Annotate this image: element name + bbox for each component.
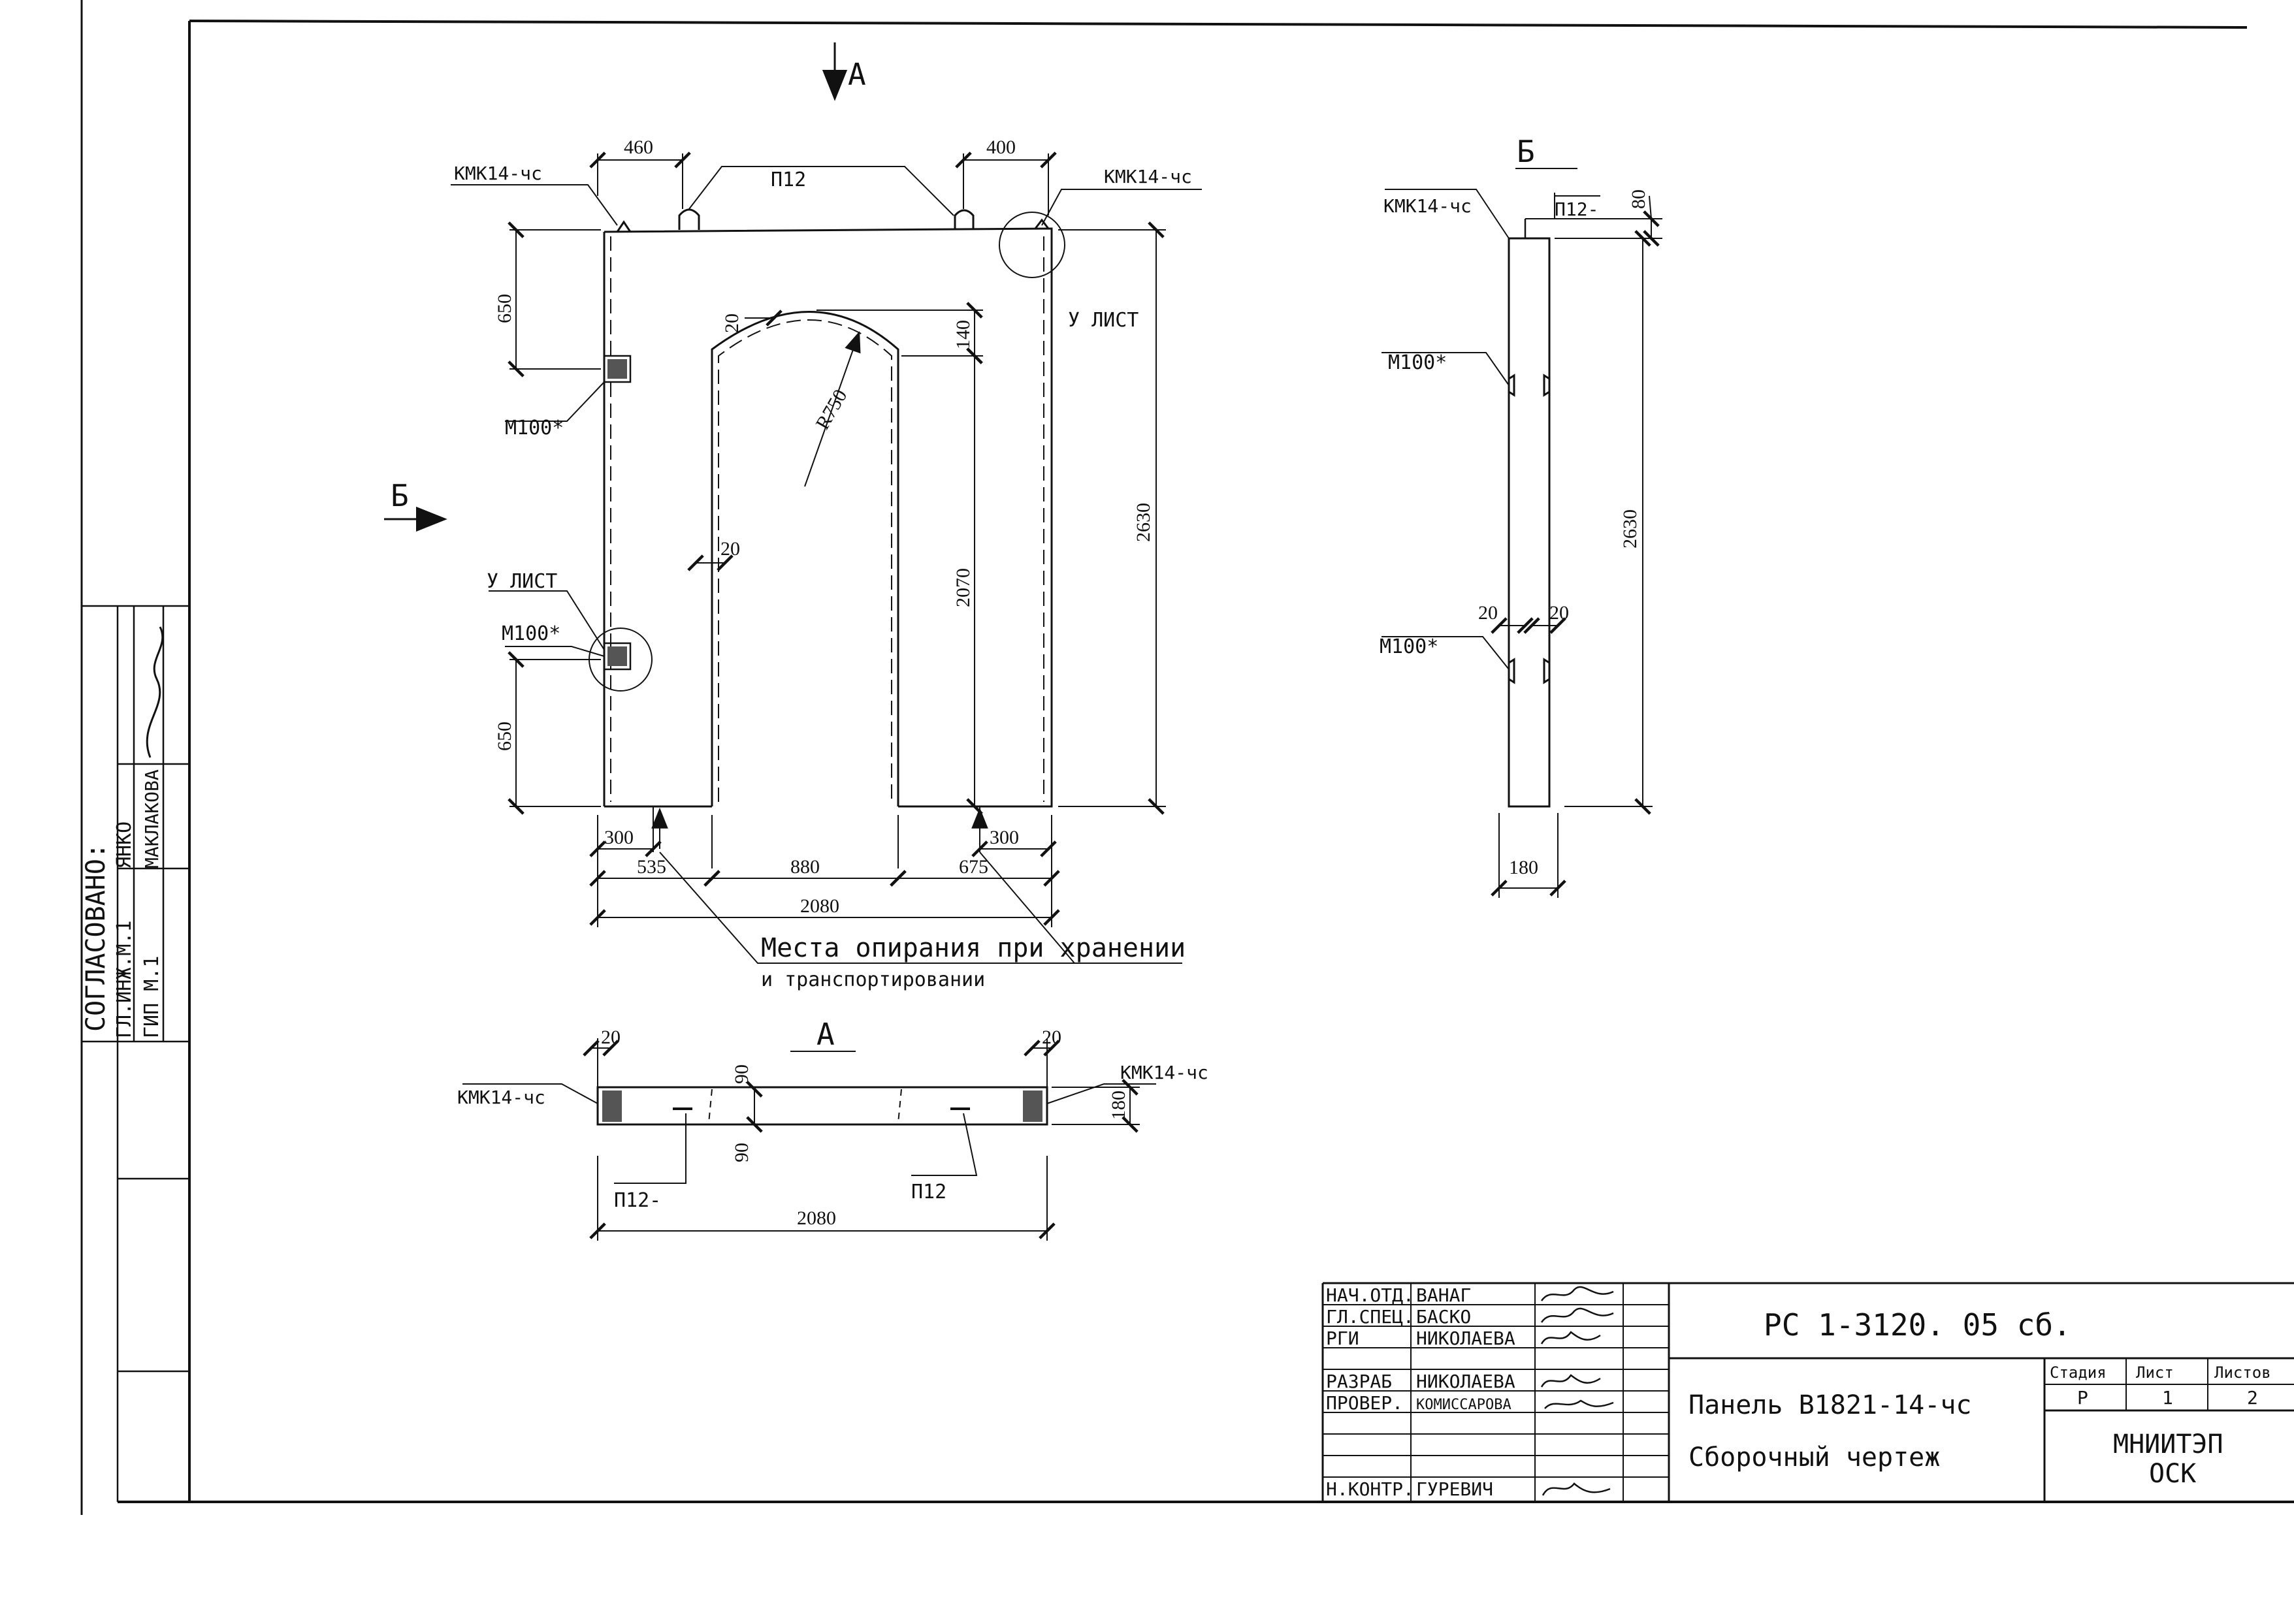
section-b-dim-2630: 2630 bbox=[1619, 509, 1641, 549]
dim-300-right: 300 bbox=[990, 827, 1019, 848]
section-b-dim-20-left: 20 bbox=[1478, 602, 1498, 624]
signer-name-6: ГУРЕВИЧ bbox=[1416, 1478, 1493, 1500]
approval-name-2: МАКЛАКОВА bbox=[141, 769, 163, 868]
section-mark-a: А bbox=[822, 42, 866, 101]
signer-role-3: РГИ bbox=[1326, 1328, 1359, 1349]
document-type: Сборочный чертеж bbox=[1688, 1442, 1940, 1473]
support-note-line-2: и транспортировании bbox=[761, 968, 985, 991]
m100-label-top: М100* bbox=[505, 417, 564, 439]
elevation-dimensions bbox=[451, 151, 1202, 964]
signer-role-4: РАЗРАБ bbox=[1326, 1371, 1392, 1392]
dim-20-arch: 20 bbox=[721, 313, 743, 333]
signer-name-4: НИКОЛАЕВА bbox=[1416, 1371, 1515, 1392]
section-b-m100-top: М100* bbox=[1388, 351, 1447, 374]
panel-elevation bbox=[589, 208, 1065, 808]
section-b-loop-label: П12- bbox=[1555, 199, 1598, 220]
dim-2630-elevation: 2630 bbox=[1133, 503, 1154, 542]
plan-a-loop-right: П12 bbox=[911, 1181, 946, 1203]
sheets-value: 2 bbox=[2247, 1387, 2258, 1409]
signer-name-5: КОМИССАРОВА bbox=[1416, 1397, 1511, 1413]
radius-label: R750 bbox=[811, 386, 851, 434]
kmk-label-right: КМК14-чс bbox=[1104, 166, 1192, 187]
dim-2070: 2070 bbox=[952, 568, 974, 607]
approval-role-1: ГЛ.ИНЖ.М.1 bbox=[113, 920, 136, 1038]
signature-marks bbox=[1540, 1286, 1614, 1496]
panel-name: Панель В1821-14-чс bbox=[1688, 1390, 1971, 1420]
drawing-designation: РС 1-3120. 05 сб. bbox=[1764, 1307, 2071, 1343]
sheet-value: 1 bbox=[2162, 1387, 2173, 1409]
signer-name-3: НИКОЛАЕВА bbox=[1416, 1328, 1515, 1349]
section-b-m100-bottom: М100* bbox=[1380, 635, 1438, 658]
dim-300-left: 300 bbox=[604, 827, 634, 848]
dim-535: 535 bbox=[637, 856, 666, 878]
svg-text:А: А bbox=[848, 57, 866, 92]
dim-650-bottom: 650 bbox=[494, 722, 515, 751]
sheet-header: Лист bbox=[2136, 1363, 2174, 1382]
approval-strip bbox=[82, 605, 189, 1502]
dim-650-top: 650 bbox=[494, 294, 515, 323]
section-b-title: Б bbox=[1517, 134, 1535, 169]
section-b-view bbox=[1508, 219, 1551, 808]
approval-header: СОГЛАСОВАНО: bbox=[81, 843, 111, 1032]
sheet-frame bbox=[80, 0, 2294, 1515]
sheets-header: Листов bbox=[2214, 1363, 2271, 1382]
section-b-dim-180: 180 bbox=[1509, 857, 1538, 878]
approval-name-1: ЯНКО bbox=[113, 821, 136, 868]
plan-a-dim-90-bottom: 90 bbox=[731, 1143, 752, 1162]
kmk-label-left: КМК14-чс bbox=[454, 163, 542, 184]
sheet-label-top: У ЛИСТ bbox=[1068, 309, 1139, 332]
approval-signature bbox=[146, 626, 164, 758]
stage-header: Стадия bbox=[2050, 1363, 2107, 1382]
plan-a-dim-20-left: 20 bbox=[601, 1027, 621, 1048]
section-b-kmk-label: КМК14-чс bbox=[1383, 195, 1472, 217]
plan-a-loop-left: П12- bbox=[614, 1189, 661, 1212]
section-b-dimensions bbox=[1381, 168, 1662, 898]
plan-a-title: А bbox=[816, 1017, 835, 1052]
plan-a-dim-20-right: 20 bbox=[1042, 1027, 1061, 1048]
organization-line-2: ОСК bbox=[2149, 1459, 2196, 1489]
plan-a-kmk-left: КМК14-чс bbox=[457, 1087, 545, 1108]
dim-2080-elevation: 2080 bbox=[800, 895, 839, 917]
plan-a-view bbox=[596, 1086, 1048, 1126]
loop-label-elevation: П12 bbox=[771, 168, 806, 191]
dim-400: 400 bbox=[986, 136, 1016, 158]
plan-a-dim-2080: 2080 bbox=[797, 1207, 836, 1229]
title-block-grid bbox=[1321, 1282, 2294, 1502]
signer-role-1: НАЧ.ОТД. bbox=[1326, 1284, 1414, 1306]
svg-text:Б: Б bbox=[391, 478, 409, 513]
organization-line-1: МНИИТЭП bbox=[2113, 1429, 2223, 1459]
signer-role-6: Н.КОНТР. bbox=[1326, 1478, 1414, 1500]
plan-a-dimensions bbox=[462, 1038, 1156, 1241]
plan-a-kmk-right: КМК14-чс bbox=[1120, 1062, 1208, 1083]
support-note-line-1: Места опирания при хранении bbox=[761, 933, 1186, 963]
stage-value: Р bbox=[2077, 1387, 2088, 1409]
dim-460: 460 bbox=[624, 136, 653, 158]
signer-name-1: ВАНАГ bbox=[1416, 1284, 1471, 1306]
dim-880: 880 bbox=[790, 856, 820, 878]
signer-role-2: ГЛ.СПЕЦ. bbox=[1326, 1306, 1414, 1328]
approval-role-2: ГИП М.1 bbox=[140, 956, 163, 1038]
plan-a-dim-180: 180 bbox=[1108, 1091, 1129, 1120]
signer-role-5: ПРОВЕР. bbox=[1326, 1392, 1403, 1414]
sheet-label-bottom: У ЛИСТ bbox=[487, 570, 557, 593]
dim-140: 140 bbox=[952, 320, 974, 349]
dim-675: 675 bbox=[959, 856, 988, 878]
signer-name-2: БАСКО bbox=[1416, 1306, 1471, 1328]
section-b-dim-80: 80 bbox=[1628, 189, 1649, 209]
section-mark-b: Б bbox=[384, 478, 447, 532]
dim-20-side: 20 bbox=[720, 538, 740, 560]
plan-a-dim-90-top: 90 bbox=[731, 1064, 752, 1084]
section-b-dim-20-right: 20 bbox=[1549, 602, 1569, 624]
m100-label-bottom: М100* bbox=[502, 622, 560, 645]
